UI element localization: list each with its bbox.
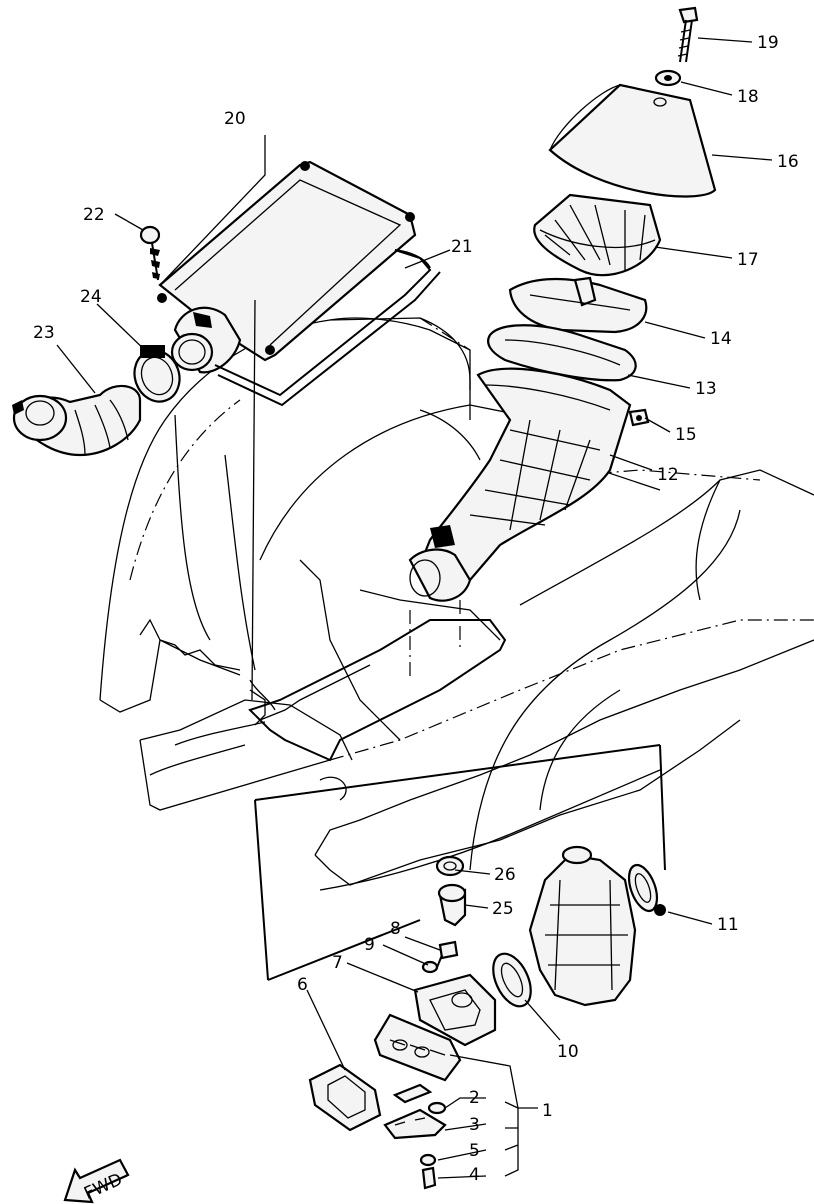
part-18-washer <box>654 69 682 87</box>
callout-16: 16 <box>777 152 799 172</box>
callout-25: 25 <box>492 899 514 919</box>
callout-4: 4 <box>469 1165 480 1185</box>
carburetor-body <box>528 845 637 1007</box>
callout-20: 20 <box>224 109 246 129</box>
part-11-clamp <box>627 863 666 916</box>
callout-17: 17 <box>737 250 759 270</box>
callout-labels: 1 2 3 4 5 6 7 8 9 10 11 12 13 14 15 16 1… <box>33 33 799 1185</box>
leader-lines <box>56 37 773 1179</box>
callout-23: 23 <box>33 323 55 343</box>
callout-10: 10 <box>557 1042 579 1062</box>
part-19-bolt <box>677 6 699 63</box>
part-16-cap <box>548 83 717 198</box>
part-14-base-plate <box>508 276 648 334</box>
callout-21: 21 <box>451 237 473 257</box>
callout-24: 24 <box>80 287 102 307</box>
hull-body <box>99 317 814 891</box>
part-24-clamp <box>133 345 181 403</box>
part-10-gasket <box>492 952 532 1008</box>
callout-18: 18 <box>737 87 759 107</box>
part-22-screw <box>139 225 161 281</box>
callout-8: 8 <box>390 919 401 939</box>
callout-2: 2 <box>469 1088 480 1108</box>
callout-15: 15 <box>675 425 697 445</box>
callout-3: 3 <box>469 1115 480 1135</box>
callout-9: 9 <box>364 935 375 955</box>
part-3-plate <box>383 1108 447 1140</box>
callout-19: 19 <box>757 33 779 53</box>
part-2-stopper <box>392 1083 433 1104</box>
callout-26: 26 <box>494 865 516 885</box>
part-23-hose <box>12 384 142 457</box>
part-4-screw <box>421 1166 437 1190</box>
callout-6: 6 <box>297 975 308 995</box>
part-2-washer-small <box>427 1101 447 1115</box>
part-20-cover <box>157 160 417 374</box>
callout-13: 13 <box>695 379 717 399</box>
part-17-flame-arrester <box>533 193 662 277</box>
part-15-nut <box>628 408 650 427</box>
part-7-valve-housing <box>413 973 497 1047</box>
callout-14: 14 <box>710 329 732 349</box>
part-8-bolt <box>435 940 459 971</box>
assembly-box <box>254 744 666 981</box>
part-13-gasket <box>487 324 637 382</box>
callout-1: 1 <box>542 1101 553 1121</box>
callout-11: 11 <box>717 915 739 935</box>
callout-12: 12 <box>657 465 679 485</box>
callout-5: 5 <box>469 1141 480 1161</box>
part-21-gasket <box>214 249 441 407</box>
part-6-gasket <box>308 1063 382 1132</box>
part-26-oring <box>435 855 465 877</box>
part-12-duct <box>408 367 632 602</box>
part-5-washer <box>419 1153 437 1167</box>
part-25-fitting <box>437 883 467 927</box>
callout-7: 7 <box>332 953 343 973</box>
fwd-arrow-icon: FWD <box>63 1158 130 1204</box>
part-1-reed-valve <box>373 1013 462 1082</box>
callout-22: 22 <box>83 205 105 225</box>
